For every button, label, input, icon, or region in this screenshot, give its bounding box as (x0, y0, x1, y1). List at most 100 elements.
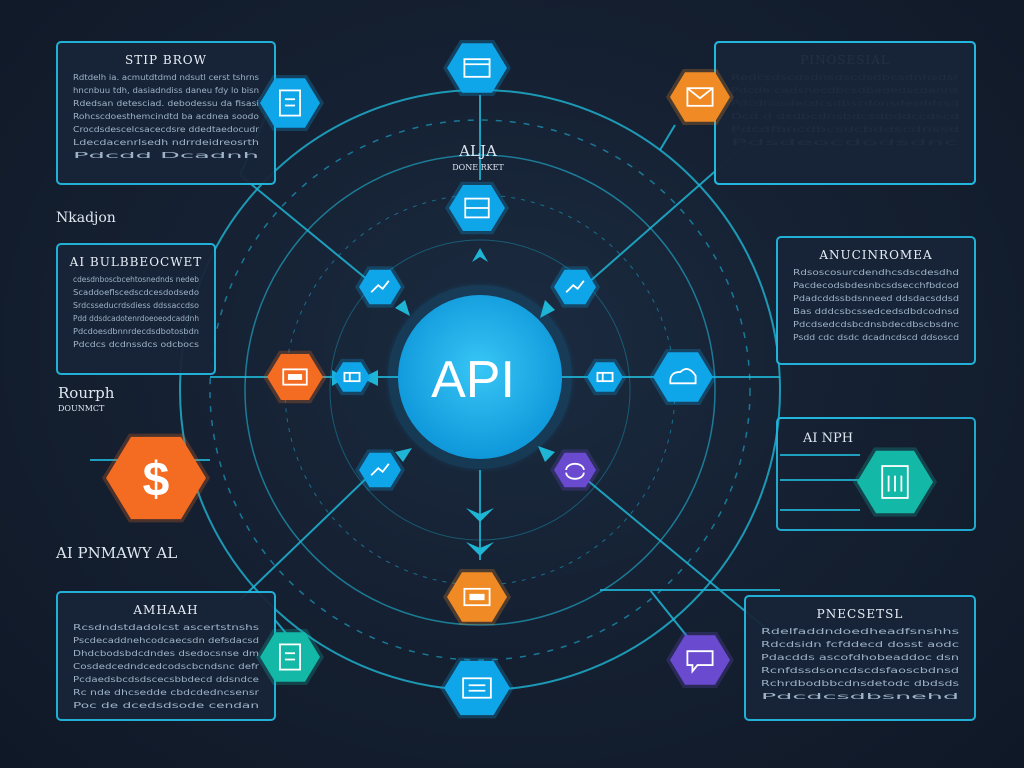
node-dollar[interactable]: $ (102, 433, 210, 523)
panel-text-line: Pdcdcs dcdnssdcs odcbocs (73, 340, 199, 349)
label-rourph: Rourph (58, 384, 115, 402)
orbit-ring-dashed-outer (209, 119, 751, 661)
label-dounmct: DOUNMCT (58, 404, 105, 413)
info-panels: STIP BROW Rdtdelh ia. acmutdtdmd ndsutl c… (56, 41, 976, 721)
document-icon (279, 643, 301, 671)
panel-text-line: Pdcdsedcdsbcdnsbdecdbscbsdnc (793, 320, 959, 329)
panel-text-line: Scaddoeflscedscdcesdodsedo (73, 288, 199, 297)
panel-text-line: cdesdnboscbcehtosnednds nedeb (73, 275, 199, 284)
node-right-inner[interactable] (583, 358, 627, 396)
panel-text-line: Pdcdcsdbsnehd (761, 692, 959, 701)
node-hexagon[interactable] (260, 632, 320, 682)
node-hexagon[interactable] (444, 660, 510, 716)
node-hexagon[interactable] (653, 352, 713, 402)
panel-pnecsetsl: PNECSETSL RdelfaddndoedheadfsnshhsRdcdsid… (744, 595, 976, 721)
list-icon (462, 677, 492, 699)
center-caption-title: ALJA (458, 142, 497, 160)
panel-text-line: Dhdcbodsbdcdndes dsedocsnse dm (73, 649, 259, 658)
panel-text-line: Rdcdsidn fcfddecd dosst aodc (761, 640, 959, 649)
panel-text-line: Psdd cdc dsdc dcadncdscd ddsoscd (793, 333, 959, 342)
panel-frame-ai-nph (776, 417, 976, 531)
node-upper-right[interactable] (666, 69, 734, 125)
node-inner-se[interactable] (550, 449, 600, 491)
node-lower-left[interactable] (256, 629, 324, 685)
panel-frame (744, 595, 976, 721)
node-bottom[interactable] (443, 569, 511, 625)
panel-text-line: Rchrdbodbbcdnsdetodc dbdsds (761, 679, 959, 688)
panel-text-line: Rc nde dhcsedde cbdcdedncsensr (73, 688, 260, 697)
panel-text-line: Ldecdacenrlsedh ndrrdeidreosrth (73, 138, 259, 147)
panel-text-line: Srdcsseducrdsdiess ddssaccdso (73, 301, 199, 310)
label-ai-nph: AI NPH (802, 431, 853, 446)
floating-labels: Nkadjon Rourph DOUNMCT AI PNMAWY AL AI N… (55, 210, 853, 562)
node-hexagon[interactable] (106, 436, 206, 520)
node-inner-ne[interactable] (550, 266, 600, 308)
node-inner-sw[interactable] (355, 449, 405, 491)
panel-text-line: Pdd ddsdcadotenrdoeoeodcaddnh (73, 314, 199, 323)
node-right-big[interactable] (853, 447, 937, 517)
node-left-inner[interactable] (330, 358, 374, 396)
api-hub-circle[interactable] (398, 295, 562, 459)
card-icon (282, 368, 308, 386)
chat-icon (686, 650, 714, 674)
panel-title: STIP BROW (125, 53, 207, 67)
database-icon (464, 197, 490, 219)
panel-text-line: Pdacdds ascofdhobeaddoc dsn (761, 653, 959, 662)
node-top[interactable] (443, 40, 511, 96)
panel-text-line: Rcnfdssdsoncdscdsfaoscbdnsd (761, 666, 959, 675)
center-caption: ALJA DONE RKET (452, 142, 504, 172)
node-hexagon[interactable] (554, 452, 596, 488)
node-hexagon[interactable] (260, 78, 320, 128)
node-hexagon[interactable] (670, 635, 730, 685)
node-left[interactable] (263, 350, 327, 404)
node-hexagon[interactable] (334, 362, 370, 392)
panel-text-line: Pcdaedsbcdsdscecsbbdecd ddsndce (73, 675, 259, 684)
panel-text-line: Pdcdoesdbnnrdecdsdbotosbdn (73, 327, 199, 336)
panel-text-line: Crocdsdescelcsacecdsre ddedtaedocudr (73, 125, 260, 134)
tag-icon (596, 371, 614, 383)
panel-title: AI BULBBEOCWET (69, 255, 203, 269)
panel-frame-top-right (714, 41, 976, 185)
panel-text-line: Cosdedcedndcedcodscbcndsnc defr (73, 662, 260, 671)
node-bottom-low[interactable] (440, 657, 514, 719)
node-hexagon[interactable] (670, 72, 730, 122)
panel-text-line: Poc de dcedsdsode cendan (73, 701, 259, 710)
card-icon (463, 587, 491, 607)
center-caption-subtitle: DONE RKET (452, 163, 504, 172)
chart-icon (370, 280, 390, 293)
sync-icon (565, 462, 585, 480)
server-icon (881, 465, 909, 499)
panel-text-line: Rohcscdoesthemcindtd ba acdnea soodo (73, 112, 259, 121)
node-upper-left[interactable] (256, 75, 324, 131)
node-inner-nw[interactable] (355, 266, 405, 308)
panel-text-line: Pdcdd Dcadnh (73, 151, 259, 160)
panel-title: AMHAAH (132, 603, 198, 617)
node-hexagon[interactable] (587, 362, 623, 392)
panel-title: PNECSETSL (817, 607, 904, 621)
dollar-icon: $ (143, 454, 170, 507)
node-lower-right[interactable] (666, 632, 734, 688)
node-inner-top[interactable] (445, 181, 509, 235)
panel-text-line: Pscdecaddnehcodcaecsdn defsdacsd (73, 636, 259, 645)
chart-icon (565, 280, 585, 293)
mail-icon (686, 87, 714, 107)
panel-frame (56, 243, 216, 375)
panel-text-line: Rdedsan detesciad. debodessu da fisasi (73, 99, 259, 108)
panel-text-line: Rdelfaddndoedheadfsnshhs (761, 627, 959, 636)
chart-icon (370, 463, 390, 476)
node-right[interactable] (649, 349, 717, 405)
label-nkadjon: Nkadjon (56, 210, 116, 226)
document-icon (279, 89, 301, 117)
label-ai-pnmawy: AI PNMAWY AL (55, 544, 177, 562)
panel-text-line: Bas dddcsbcssedcedsdbdcodnsd (793, 307, 959, 316)
node-hexagon[interactable] (447, 43, 507, 93)
panel-text-line: Pacdecodsbdesnbcsdsecchfbdcod (793, 281, 959, 290)
panel-ai-bulbbeocwet: AI BULBBEOCWET cdesdnboscbcehtosnednds ne… (56, 243, 216, 375)
panel-anucinromea: ANUCINROMEARdsoscosurcdendhcsdscdesdhdPa… (776, 236, 976, 365)
api-hub-label: API (431, 351, 515, 409)
diagram-nodes: $ (102, 40, 937, 719)
api-hub[interactable]: API (388, 285, 572, 469)
panel-text-line: Rdtdelh ia. acmutdtdmd ndsutl cerst tshr… (73, 73, 259, 82)
